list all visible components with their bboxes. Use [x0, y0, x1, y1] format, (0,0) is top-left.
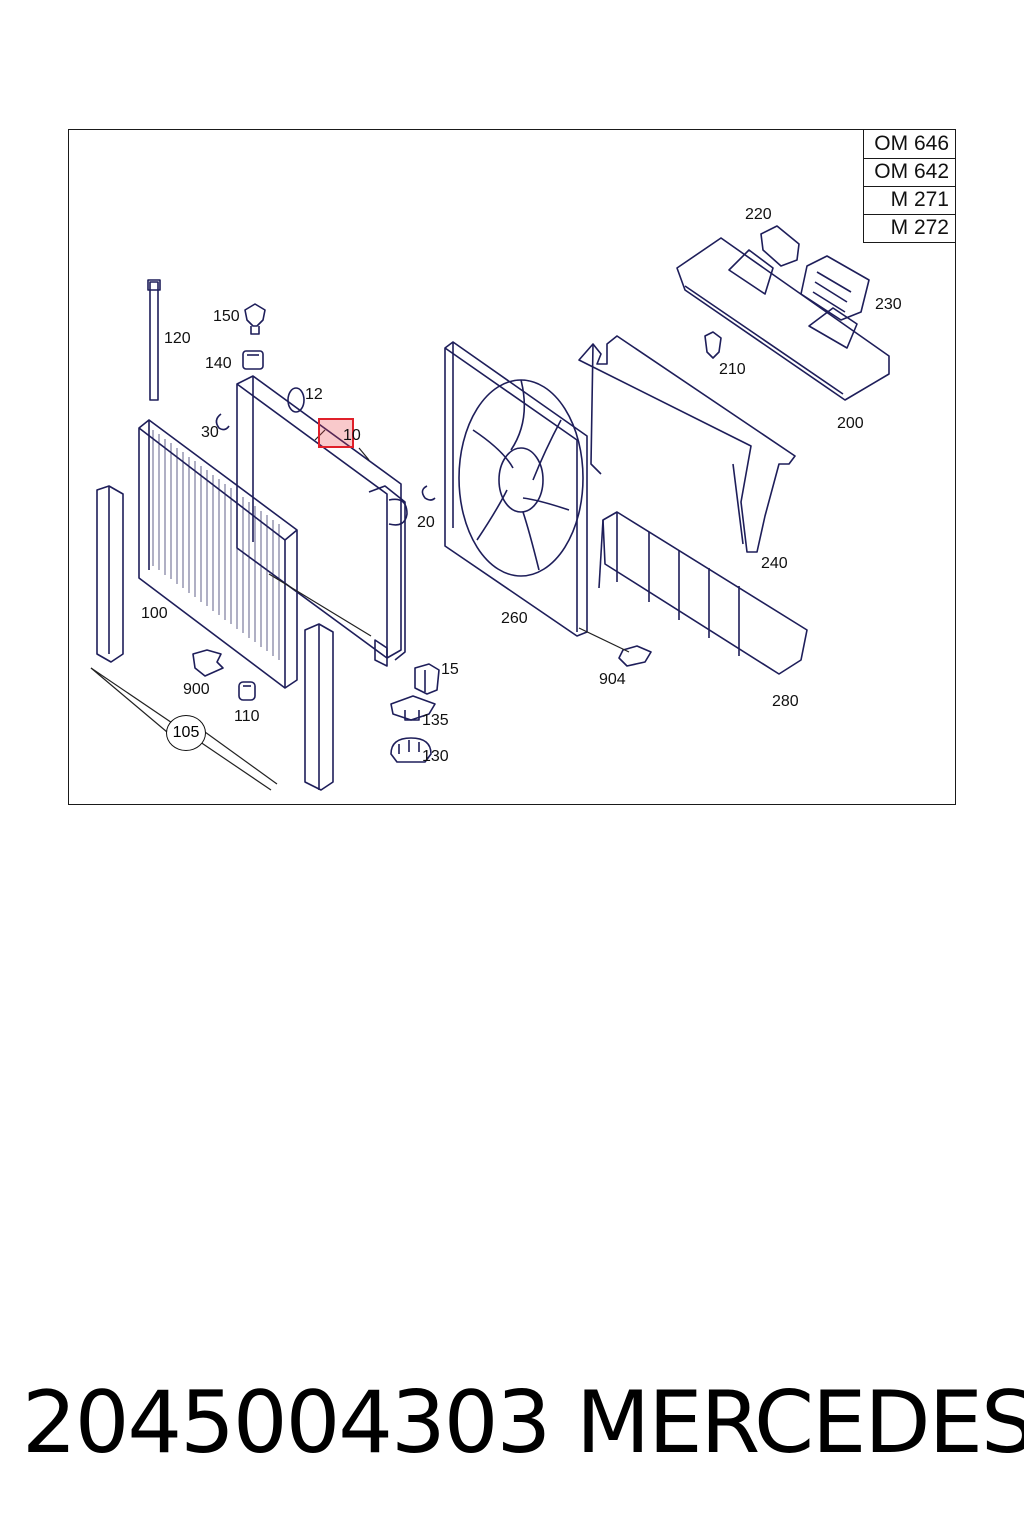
clip-part-30: [215, 413, 230, 431]
brand-name: MERCEDES: [576, 1373, 1024, 1473]
frame-part-240: [578, 335, 796, 553]
cap-part-220: [760, 225, 800, 267]
part-label-904[interactable]: 904: [599, 671, 626, 688]
part-label-15[interactable]: 15: [441, 661, 459, 678]
module-part-230: [800, 255, 870, 321]
grommet-part-140: [242, 350, 264, 370]
plug-part-110: [238, 681, 256, 701]
exploded-view-drawing: [90, 225, 890, 791]
part-label-260[interactable]: 260: [501, 610, 528, 627]
side-bracket-left: [96, 485, 124, 663]
part-label-220[interactable]: 220: [745, 206, 772, 223]
part-label-12[interactable]: 12: [305, 386, 323, 403]
radiator-part-10: [236, 375, 408, 667]
rod-part-120: [147, 279, 161, 401]
part-label-900[interactable]: 900: [183, 681, 210, 698]
part-callout-105[interactable]: 105: [166, 715, 206, 751]
caption: 2045004303 MERCEDES: [0, 1368, 1024, 1478]
highlighted-part-box[interactable]: [318, 418, 354, 448]
side-bracket-right: [304, 623, 334, 791]
housing-part-135: [390, 695, 436, 721]
engine-variant-cell: OM 646: [862, 130, 955, 159]
part-label-20[interactable]: 20: [417, 514, 435, 531]
engine-variant-table: OM 646 OM 642 M 271 M 272: [862, 130, 955, 243]
air-guide-part-280: [598, 511, 808, 675]
part-label-120[interactable]: 120: [164, 330, 191, 347]
clip-part-20: [421, 485, 436, 501]
part-label-210[interactable]: 210: [719, 361, 746, 378]
part-label-230[interactable]: 230: [875, 296, 902, 313]
part-label-280[interactable]: 280: [772, 693, 799, 710]
leader-lines: [90, 429, 630, 791]
engine-variant-cell: OM 642: [862, 158, 955, 187]
sensor-part-15: [414, 663, 440, 695]
part-label-110[interactable]: 110: [234, 708, 260, 725]
part-label-200[interactable]: 200: [837, 415, 864, 432]
part-label-150[interactable]: 150: [213, 308, 240, 325]
part-label-130[interactable]: 130: [422, 748, 449, 765]
part-label-10[interactable]: 10: [343, 427, 361, 444]
cap-part-130: [390, 737, 432, 763]
part-label-240[interactable]: 240: [761, 555, 788, 572]
clip-part-210: [704, 331, 722, 359]
engine-variant-cell: M 272: [862, 214, 955, 243]
engine-variant-cell: M 271: [862, 186, 955, 215]
part-number: 2045004303: [22, 1373, 551, 1473]
part-label-100[interactable]: 100: [141, 605, 168, 622]
top-cover-part-200: [676, 237, 890, 401]
seal-ring-part-12: [287, 387, 305, 413]
part-label-30[interactable]: 30: [201, 424, 219, 441]
part-label-135[interactable]: 135: [422, 712, 449, 729]
parts-diagram: OM 646 OM 642 M 271 M 272 10 12 15 20 30…: [68, 129, 956, 805]
part-label-140[interactable]: 140: [205, 355, 232, 372]
label-part-904: [618, 645, 652, 667]
fan-shroud-part-260: [444, 341, 588, 637]
condenser-fins: [152, 430, 280, 660]
clip-part-150: [244, 303, 266, 335]
label-part-900: [192, 649, 224, 677]
